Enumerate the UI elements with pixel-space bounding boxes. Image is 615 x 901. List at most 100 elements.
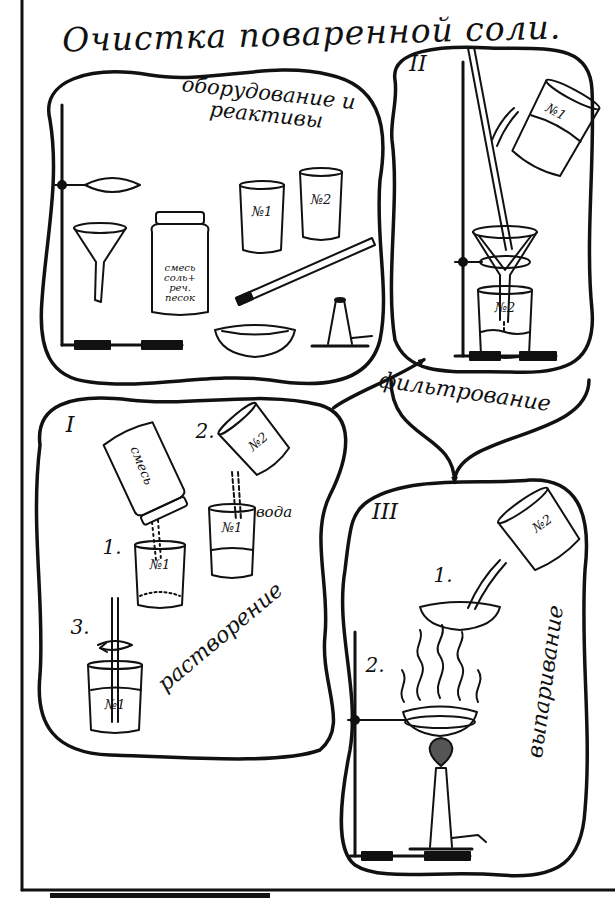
region-outline <box>41 70 383 384</box>
beaker <box>209 504 255 512</box>
mixture-jar <box>102 420 186 518</box>
diagram-title: Очистка поваренной соли. <box>62 7 562 59</box>
beaker <box>140 592 180 596</box>
pouring-beaker <box>495 484 583 574</box>
beaker <box>135 541 185 549</box>
pouring-beaker <box>219 403 294 479</box>
ring-stand <box>61 105 64 345</box>
glass-rod <box>236 292 253 305</box>
beaker <box>88 665 142 733</box>
burner <box>410 848 472 851</box>
step-region: Iрастворение <box>30 385 360 765</box>
liquid-stream <box>492 108 518 146</box>
beaker <box>135 545 185 608</box>
evaporating-dish <box>215 325 295 357</box>
beaker <box>300 168 342 176</box>
step-number: I <box>50 413 90 436</box>
steam <box>417 630 423 700</box>
funnel <box>74 228 126 302</box>
mixture-jar <box>152 212 209 315</box>
burner <box>312 345 368 348</box>
evaporating-dish <box>222 331 288 335</box>
step-heading: выпаривание <box>522 596 569 768</box>
beaker <box>240 181 284 189</box>
ring-stand <box>55 105 182 349</box>
steam <box>476 670 480 702</box>
vessel-number: №1 <box>212 521 252 534</box>
beaker <box>88 661 142 669</box>
page-frame <box>22 0 615 898</box>
steam <box>457 632 463 700</box>
pouring-beaker <box>216 400 293 479</box>
mixture-jar <box>152 224 209 315</box>
ring-stand <box>425 852 470 860</box>
ring-stand <box>462 62 465 356</box>
beaker <box>240 181 284 253</box>
ring-stand <box>348 632 475 860</box>
beaker <box>300 168 342 240</box>
ring-stand <box>142 341 182 349</box>
jar-label: смесь соль+ реч. песок <box>156 263 204 303</box>
evaporating-dish <box>403 707 477 737</box>
steam <box>438 625 444 698</box>
funnel-with-filter <box>473 226 537 238</box>
beaker <box>240 185 284 253</box>
mixture-jar <box>140 496 188 525</box>
page-frame <box>50 893 270 898</box>
region-outline <box>30 385 360 765</box>
evaporating-dish <box>403 707 477 737</box>
beaker <box>212 548 253 550</box>
beaker <box>478 286 532 294</box>
sand-stream <box>152 520 161 560</box>
ring-stand <box>58 181 66 189</box>
ring-stand <box>362 852 392 860</box>
stirring-rod <box>100 643 107 652</box>
burner <box>410 738 486 849</box>
vessel-number: №1 <box>535 96 576 126</box>
vessel-number: №2 <box>301 193 341 206</box>
glass-rod <box>236 238 375 305</box>
beaker <box>481 330 530 334</box>
glass-rod <box>468 47 512 250</box>
ring-stand <box>75 341 110 349</box>
vessel-number: №1 <box>95 698 135 711</box>
region-outline <box>36 398 345 759</box>
pouring-beaker <box>508 76 602 181</box>
callout-number: 1. <box>428 565 458 585</box>
steam <box>401 670 404 702</box>
beaker <box>503 322 505 332</box>
beaker <box>209 504 255 578</box>
ring-stand <box>405 716 475 728</box>
region-outline <box>380 40 600 380</box>
page-frame <box>22 889 615 892</box>
vessel-number: №1 <box>242 205 282 218</box>
glass-rod <box>468 47 512 250</box>
pouring-beaker <box>498 488 583 574</box>
step-region: III выпаривание <box>330 470 595 885</box>
step-number: III <box>360 500 410 523</box>
beaker <box>91 688 141 691</box>
funnel <box>74 223 126 233</box>
beaker <box>478 290 532 358</box>
glass-rod <box>236 238 375 305</box>
liquid-stream <box>492 108 518 146</box>
burner <box>430 768 452 847</box>
step-region: IIфильтрование <box>380 40 600 380</box>
callout-number: 2. <box>360 655 390 675</box>
pouring-beaker <box>508 80 599 180</box>
beaker <box>478 286 532 358</box>
page-frame <box>21 0 24 890</box>
beaker <box>88 661 142 733</box>
callout-number: 3. <box>65 617 95 637</box>
region-outline <box>391 47 592 372</box>
vessel-number: №1 <box>140 558 180 571</box>
vessel-number: №2 <box>485 301 525 314</box>
burner <box>335 298 345 302</box>
ring-stand <box>354 632 357 856</box>
burner <box>312 298 372 346</box>
evaporating-dish <box>420 602 500 630</box>
region-outline <box>341 480 587 876</box>
beaker <box>300 172 342 240</box>
mixture-jar <box>156 212 204 224</box>
steam <box>401 625 480 702</box>
